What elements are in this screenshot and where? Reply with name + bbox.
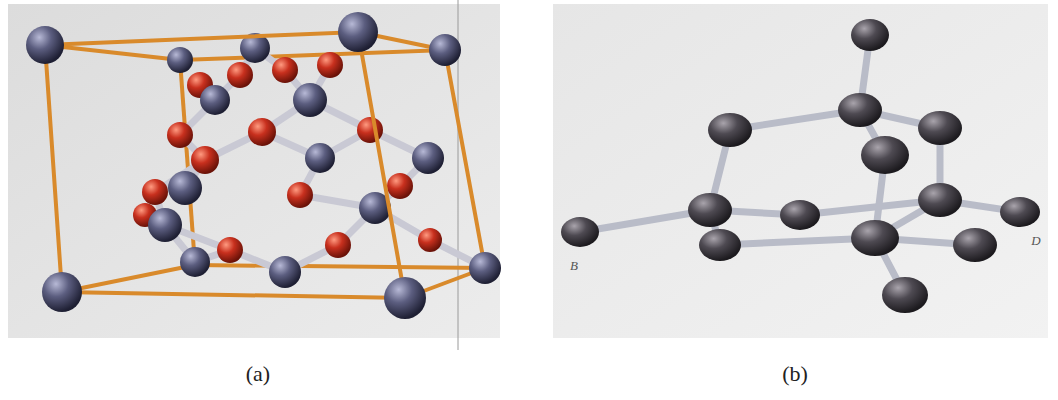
panel-ground — [8, 4, 500, 338]
unit-cell-frame — [45, 32, 405, 298]
bond-rods — [580, 35, 1020, 295]
panel-caption: (a) — [246, 361, 270, 387]
red-atoms — [133, 52, 442, 263]
atoms — [561, 19, 1040, 313]
corner-atoms — [26, 12, 426, 319]
panel-caption: (b) — [782, 361, 808, 387]
point-label: B — [570, 258, 578, 274]
unit-cell-frame — [45, 32, 485, 298]
grey-atoms — [148, 33, 501, 288]
panel-ground — [553, 4, 1048, 338]
bond-rods — [145, 48, 485, 272]
point-label: D — [1031, 233, 1040, 249]
